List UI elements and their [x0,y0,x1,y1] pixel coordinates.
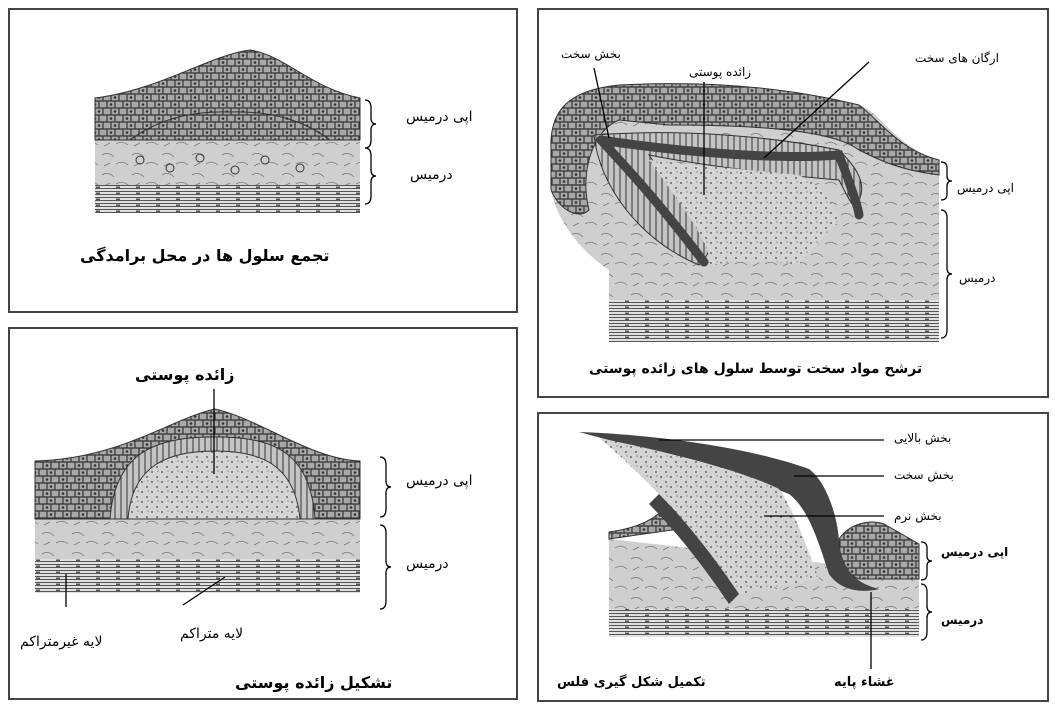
dermis-brace [921,584,932,640]
aggregation-diagram [10,10,516,311]
caption-secretion: ترشح مواد سخت توسط سلول های زائده پوستی [589,362,922,376]
skin-appendage-label: زائده پوستی [689,66,751,78]
dermis-fiber-layer [609,300,939,342]
dermis-layer [35,519,360,559]
panel-appendage-formation: زائده پوستی اپی درمیس درمیس لایه غیرمترا… [8,327,518,700]
epidermis-brace [380,457,391,517]
epidermis-brace [941,162,952,200]
epidermis-label: اپی درمیس [406,474,472,488]
epidermis-brace [921,542,932,580]
caption-aggregation: تجمع سلول ها در محل برامدگی [80,248,330,264]
caption-formation: تشکیل زائده پوستی [235,675,392,691]
hard-part-label: بخش سخت [561,48,621,60]
right-epidermis [839,522,919,579]
dermis-fiber-layer [609,609,919,637]
epidermis-brace [365,100,376,148]
dermis-label: درمیس [406,557,449,571]
soft-part-label: بخش نرم [894,510,942,522]
epidermis-label: اپی درمیس [957,182,1014,194]
nondense-layer-label: لایه غیرمتراکم [20,635,102,649]
epidermis-layer [95,50,360,140]
upper-part-label: بخش بالایی [894,432,951,444]
caption-scale-completion: تکمیل شکل گیری فلس [557,676,706,689]
dermis-fiber-layer [35,559,360,593]
dermis-label: درمیس [959,272,996,284]
dermis-label: درمیس [410,168,453,182]
dermis-brace [941,210,952,338]
hard-organelles-label: ارگان های سخت [915,52,999,64]
dermis-brace [380,525,391,609]
dense-layer-label: لایه متراکم [180,627,243,641]
base-membrane-label: غشاء پایه [834,676,895,689]
dermis-layer [95,140,360,185]
dermis-label: درمیس [941,614,983,626]
hard-secretion-diagram [539,10,1047,396]
panel-scale-completion: بخش بالایی بخش سخت بخش نرم اپی درمیس درم… [537,412,1049,702]
dermis-fiber-layer [95,185,360,213]
panel-hard-secretion: بخش سخت زائده پوستی ارگان های سخت اپی در… [537,8,1049,398]
appendage-title: زائده پوستی [135,367,234,383]
epidermis-label: اپی درمیس [406,110,472,124]
dermis-brace [365,148,376,204]
hard-part-label: بخش سخت [894,469,954,481]
panel-cell-aggregation: اپی درمیس درمیس تجمع سلول ها در محل برام… [8,8,518,313]
epidermis-label: اپی درمیس [941,546,1008,558]
